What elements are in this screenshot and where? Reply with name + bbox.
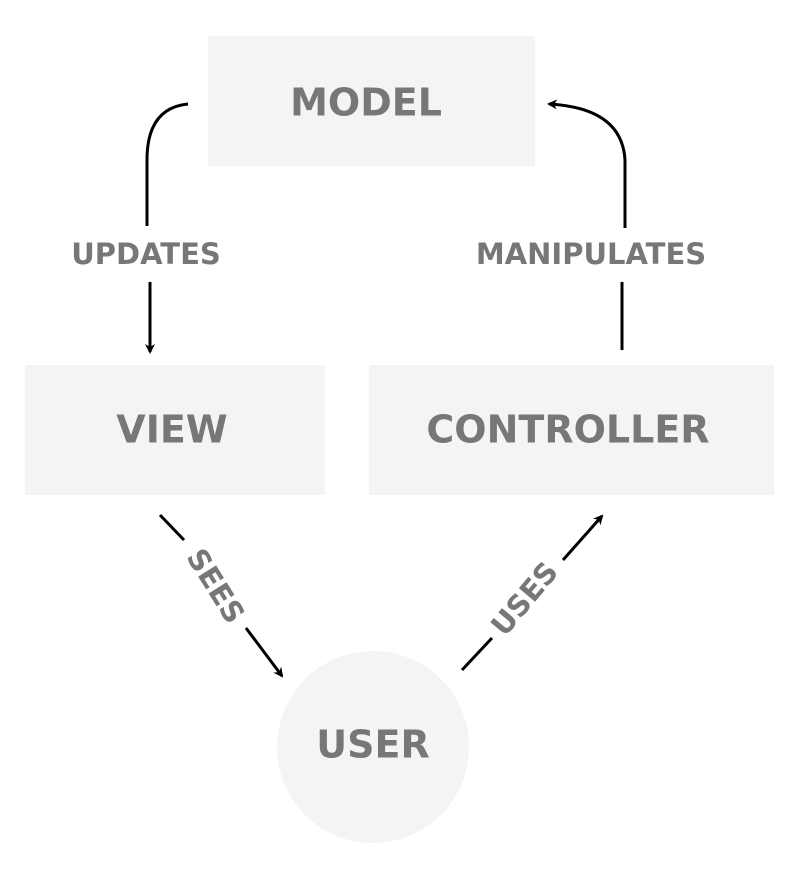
updates-arrow-top [145,102,189,226]
controller-node: CONTROLLER [369,365,774,495]
controller-box [369,365,774,495]
user-circle [277,651,469,843]
uses-label: USES [484,555,565,642]
view-label: VIEW [116,408,227,452]
model-box [208,36,535,166]
uses-arrow-top [561,514,604,561]
user-node: USER [277,651,469,843]
sees-arrow-bottom [244,627,284,678]
manipulates-label: MANIPULATES [476,237,706,271]
view-box [25,365,325,495]
controller-label: CONTROLLER [426,408,709,452]
view-node: VIEW [25,365,325,495]
manipulates-arrow-top [547,99,627,228]
sees-edge: SEES [158,513,284,678]
manipulates-edge: MANIPULATES [476,99,706,350]
updates-label: UPDATES [71,237,221,271]
updates-edge: UPDATES [71,102,221,354]
uses-arrow-bottom [460,636,494,672]
user-label: USER [316,723,429,767]
uses-edge: USES [460,514,604,672]
sees-label: SEES [180,542,252,629]
sees-arrow-top [158,513,186,542]
model-label: MODEL [290,81,442,125]
model-node: MODEL [208,36,535,166]
